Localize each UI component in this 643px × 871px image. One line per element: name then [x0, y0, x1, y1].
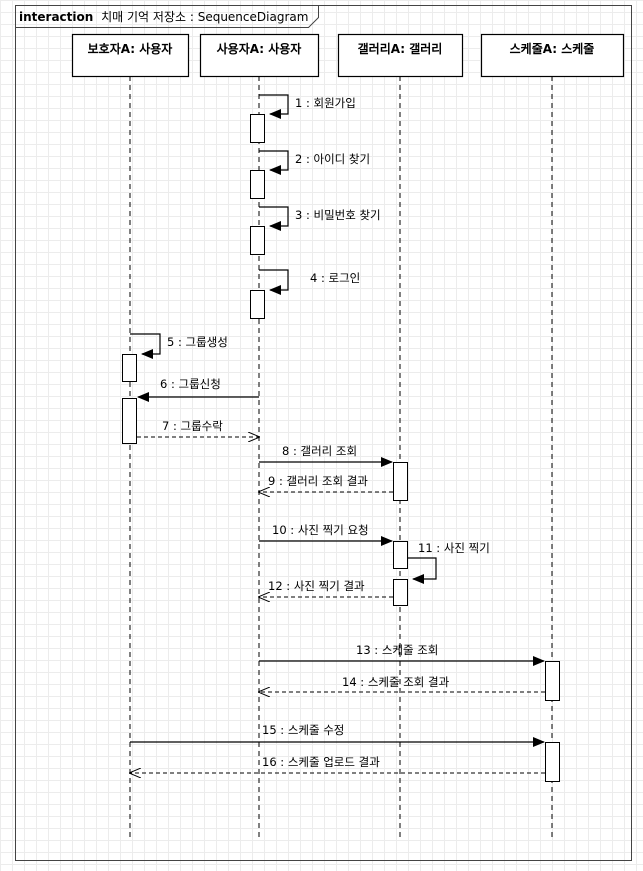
- lifeline-head-guardian[interactable]: [71, 33, 190, 78]
- message-label-6: 6 : 그룹신청: [160, 377, 221, 391]
- lifeline-label-gallery: 갤러리A: 갤러리: [358, 41, 443, 56]
- lifeline-head-user[interactable]: [199, 33, 320, 78]
- message-label-10: 10 : 사진 찍기 요청: [272, 523, 369, 537]
- activation-guardian-5: [122, 354, 137, 382]
- message-label-11: 11 : 사진 찍기: [418, 541, 490, 555]
- frame-title-tab: [15, 5, 319, 28]
- lifeline-head-gallery[interactable]: [337, 33, 464, 78]
- message-7[interactable]: 7 : 그룹수락: [137, 419, 259, 437]
- message-arrow-11[interactable]: [407, 557, 437, 584]
- message-label-4: 4 : 로그인: [310, 271, 360, 285]
- message-label-15: 15 : 스케줄 수정: [262, 723, 344, 737]
- activations: [122, 114, 560, 782]
- lifeline-gallery[interactable]: 갤러리A: 갤러리: [337, 33, 464, 841]
- message-arrow-3[interactable]: [259, 206, 289, 231]
- message-label-16: 16 : 스케줄 업로드 결과: [262, 755, 380, 769]
- message-label-5: 5 : 그룹생성: [167, 335, 228, 349]
- message-16[interactable]: 16 : 스케줄 업로드 결과: [130, 755, 545, 773]
- message-label-2: 2 : 아이디 찾기: [295, 152, 370, 166]
- lifeline-label-schedule: 스케줄A: 스케줄: [510, 42, 595, 56]
- frame-keyword: interaction: [19, 10, 93, 24]
- message-arrow-1[interactable]: [259, 94, 289, 119]
- message-arrow-4[interactable]: [259, 269, 289, 295]
- message-9[interactable]: 9 : 갤러리 조회 결과: [259, 474, 393, 492]
- message-label-9: 9 : 갤러리 조회 결과: [268, 474, 368, 488]
- lifelines: 보호자A: 사용자 사용자A: 사용자 갤러리A: 갤러리 스케줄A: 스케줄: [71, 33, 625, 841]
- lifeline-user[interactable]: 사용자A: 사용자: [199, 33, 320, 841]
- message-label-14: 14 : 스케줄 조회 결과: [342, 675, 450, 689]
- activation-user-4: [250, 290, 265, 319]
- message-15[interactable]: 15 : 스케줄 수정: [130, 723, 545, 747]
- lifeline-label-guardian: 보호자A: 사용자: [88, 41, 173, 56]
- message-4[interactable]: 4 : 로그인: [259, 269, 360, 295]
- message-5[interactable]: 5 : 그룹생성: [130, 333, 228, 359]
- message-label-7: 7 : 그룹수락: [162, 419, 223, 433]
- message-10[interactable]: 10 : 사진 찍기 요청: [259, 523, 393, 546]
- frame-title: interaction 치매 기억 저장소 : SequenceDiagram: [19, 10, 308, 24]
- activation-user-2: [250, 170, 265, 199]
- activation-schedule-11: [545, 742, 560, 782]
- message-label-8: 8 : 갤러리 조회: [282, 444, 357, 458]
- frame-name: 치매 기억 저장소 : SequenceDiagram: [101, 10, 308, 24]
- message-label-13: 13 : 스케줄 조회: [356, 643, 438, 657]
- message-11[interactable]: 11 : 사진 찍기: [407, 541, 490, 584]
- message-8[interactable]: 8 : 갤러리 조회: [259, 444, 393, 467]
- message-6[interactable]: 6 : 그룹신청: [137, 377, 259, 402]
- activation-schedule-10: [545, 661, 560, 701]
- activation-user-1: [250, 114, 265, 143]
- message-label-12: 12 : 사진 찍기 결과: [268, 579, 365, 593]
- activation-gallery-7: [393, 462, 408, 501]
- lifeline-schedule[interactable]: 스케줄A: 스케줄: [480, 33, 625, 841]
- message-2[interactable]: 2 : 아이디 찾기: [259, 150, 370, 175]
- activation-user-3: [250, 226, 265, 255]
- message-label-3: 3 : 비밀번호 찾기: [295, 208, 381, 222]
- message-label-1: 1 : 회원가입: [295, 96, 356, 110]
- interaction-frame: [15, 5, 632, 861]
- activation-gallery-8: [393, 541, 408, 569]
- message-12[interactable]: 12 : 사진 찍기 결과: [259, 579, 393, 597]
- lifeline-label-user: 사용자A: 사용자: [217, 41, 302, 56]
- message-13[interactable]: 13 : 스케줄 조회: [259, 643, 545, 666]
- lifeline-head-schedule[interactable]: [480, 33, 625, 78]
- message-1[interactable]: 1 : 회원가입: [259, 94, 356, 119]
- message-14[interactable]: 14 : 스케줄 조회 결과: [259, 675, 545, 692]
- activation-guardian-6: [122, 398, 137, 444]
- message-3[interactable]: 3 : 비밀번호 찾기: [259, 206, 381, 231]
- lifeline-guardian[interactable]: 보호자A: 사용자: [71, 33, 190, 841]
- messages: 1 : 회원가입 2 : 아이디 찾기 3 : 비밀번호 찾기 4 : 로그인 5 : …: [130, 94, 545, 773]
- message-arrow-5[interactable]: [130, 333, 161, 359]
- activation-gallery-9: [393, 579, 408, 606]
- message-arrow-2[interactable]: [259, 150, 289, 175]
